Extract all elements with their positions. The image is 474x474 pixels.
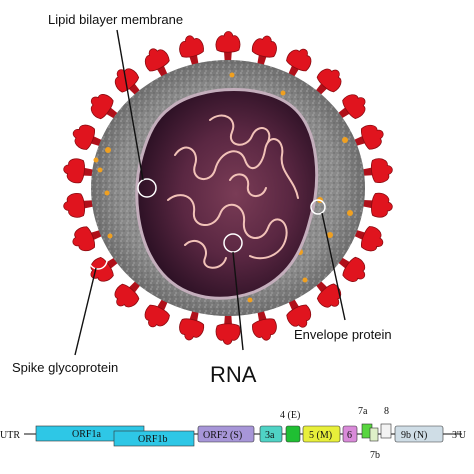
gene-7b-bottom-label: 7b: [370, 450, 380, 461]
gene-orf1a-label: ORF1a: [72, 429, 101, 440]
envelope-callout-circle: [310, 199, 326, 215]
envelope-label: Envelope protein: [294, 327, 392, 342]
gene-7b: [369, 427, 379, 442]
spike-glycoprotein: [286, 48, 312, 80]
envelope-dots: [93, 72, 353, 303]
spike-glycoprotein: [114, 278, 143, 308]
rna-strand: [167, 114, 299, 269]
gene-4-top-label: 4 (E): [280, 410, 300, 421]
spike-glycoprotein: [215, 31, 241, 64]
gene-6-label: 6: [347, 430, 352, 441]
gene-orf2: [197, 425, 255, 443]
gene-6: [342, 425, 358, 443]
spike-glycoprotein: [114, 68, 142, 98]
spike-proteins: [63, 31, 393, 345]
spike-glycoprotein: [252, 307, 277, 341]
gene-9b-label: 9b (N): [401, 430, 427, 441]
leader-lines: [74, 29, 346, 356]
gene-8: [380, 423, 392, 439]
gene-9b: [394, 425, 444, 443]
gene-5-label: 5 (M): [309, 430, 332, 441]
spike-glycoprotein: [72, 124, 105, 150]
lipid-callout-circle: [137, 178, 157, 198]
rna-label: RNA: [210, 362, 257, 387]
gene-orf1b-label: ORF1b: [138, 434, 167, 445]
gene-orf1b: [113, 430, 195, 447]
viral-core: [135, 88, 319, 300]
genome-right-end: 3'U: [452, 430, 467, 441]
genome-map: UTR 3'U ORF1a ORF1b ORF2 (S) 3a 5 (M) 6 …: [0, 406, 467, 461]
gene-orf2-label: ORF2 (S): [203, 430, 242, 441]
gene-7a-top-label: 7a: [358, 406, 368, 417]
spike-glycoprotein: [215, 312, 241, 345]
gene-8-top-label: 8: [384, 406, 389, 417]
spike-label: Spike glycoprotein: [12, 360, 118, 375]
gene-4: [285, 425, 301, 443]
spike-callout-circle: [88, 250, 108, 270]
gene-5: [302, 425, 341, 443]
lipid-label: Lipid bilayer membrane: [48, 12, 183, 27]
gene-3a: [259, 425, 283, 443]
spike-glycoprotein: [179, 35, 204, 69]
genome-left-end: UTR: [0, 430, 20, 441]
gene-3a-label: 3a: [265, 430, 275, 441]
